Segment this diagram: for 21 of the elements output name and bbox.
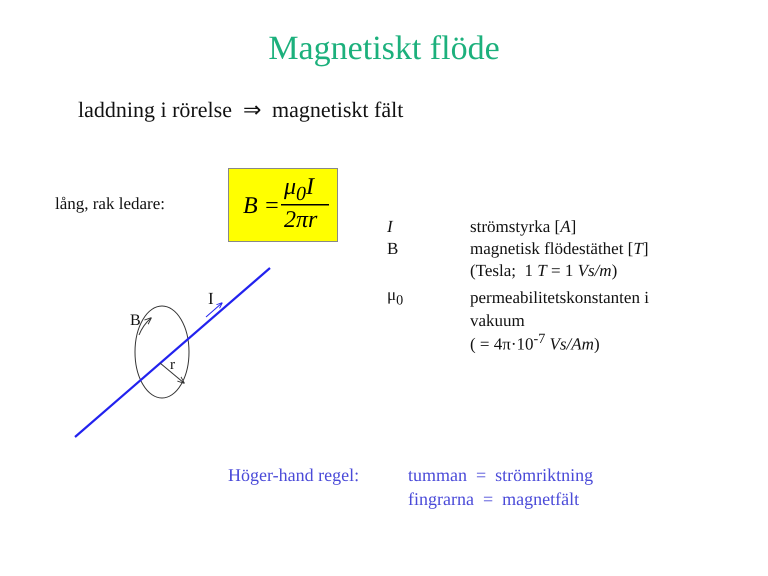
current-label: I <box>208 290 214 309</box>
definition-text: strömstyrka [A] <box>470 218 576 237</box>
formula-denominator: 2πr <box>284 207 318 234</box>
definition-text: ( = 4π·10$^{-7}$ Vs/Am) <box>470 332 600 354</box>
rule-text: tumman = strömriktning <box>408 466 594 486</box>
statement-text: laddning i rörelse ⇒ magnetiskt fält <box>78 98 404 122</box>
definition-text: (Tesla; 1 T = 1 Vs/m) <box>470 262 618 281</box>
definition-text: magnetisk flödestäthet [T] <box>470 240 648 259</box>
symbol-text: μ$_{0}$ <box>387 286 404 309</box>
formula-box <box>228 168 338 242</box>
field-label: B <box>130 312 141 330</box>
symbol-text: B <box>387 240 398 259</box>
definition-text: permeabilitetskonstanten i vakuum <box>470 287 650 332</box>
formula-lhs: B = <box>243 193 280 220</box>
formula-numerator: μ$_{0}$I <box>284 174 314 205</box>
symbol-text: I <box>387 218 393 237</box>
rule-heading: Höger-hand regel: <box>228 466 360 486</box>
radius-label: r <box>170 357 175 374</box>
rule-text: fingrarna = magnetfält <box>408 490 580 510</box>
formula-caption: lång, rak ledare: <box>55 195 165 214</box>
slide-title: Magnetiskt flöde <box>267 30 501 68</box>
